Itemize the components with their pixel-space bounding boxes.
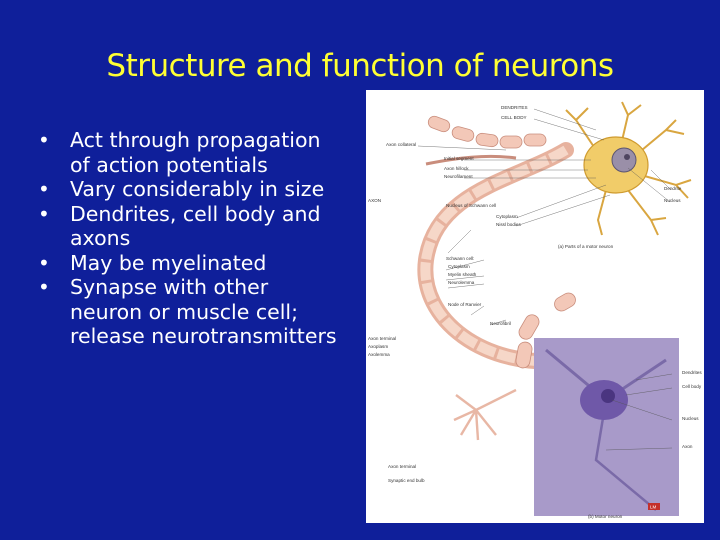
bullet-text: May be myelinated [70,250,267,275]
label-neurofilament: Neurofilament [444,174,473,179]
label-axon-collateral: Axon collateral [386,142,416,147]
myelin-segments-top [427,115,547,149]
nucleolus-shape [624,154,630,160]
micrograph-axon [594,399,657,511]
label-micro-nucleus: Nucleus [682,416,699,421]
label-leaders [417,108,673,451]
axon-terminal-shape [453,388,517,441]
axon-collateral-shape [425,154,517,166]
bullet-glyph: • [38,250,50,275]
label-neurofibril: Neurofibril [490,321,511,326]
myelin-sheath-shape [420,145,569,367]
label-neurolemma: Neurolemma [448,280,475,285]
label-cell-body: CELL BODY [501,115,527,120]
label-myelin-sheath: Myelin sheath [448,272,477,277]
label-nucleus-schwann: Nucleus of Schwann cell [446,203,496,208]
myelin-segments-lower [515,292,576,369]
label-micro-axon: Axon [682,444,693,449]
bullet-text: Dendrites, cell body and axons [70,201,321,251]
lm-badge [648,503,660,510]
bullet-item: • Dendrites, cell body and axons [38,202,338,251]
label-axon-terminal: Axon terminal [388,464,416,469]
dendrite-branches [565,101,692,236]
bullet-list: • Act through propagation of action poten… [38,128,338,349]
bullet-item: • May be myelinated [38,251,338,276]
label-synaptic-end-bulb: Synaptic end bulb [388,478,425,483]
bullet-glyph: • [38,201,50,226]
bullet-text: Vary considerably in size [70,177,325,201]
label-micro-dendrites: Dendrites [682,370,702,375]
label-node-ranvier: Node of Ranvier [448,302,482,307]
label-axon-hillock: Axon hillock [444,166,469,171]
label-nucleus: Nucleus [664,198,681,203]
bullet-item: • Synapse with other neuron or muscle cel… [38,275,338,349]
bullet-item: • Vary considerably in size [38,177,338,202]
bullet-item: • Act through propagation of action poten… [38,128,338,177]
slide-title: Structure and function of neurons [106,48,614,84]
label-axon-terminal-top: Axon terminal [368,336,396,341]
label-axon: AXON [368,198,381,203]
nucleus-shape [611,147,637,173]
bullet-glyph: • [38,128,50,152]
label-dendrites: DENDRITES [501,105,528,110]
label-axoplasm: Axoplasm [368,344,388,349]
neuron-figure: LM DENDRITES CELL BODY Axon collateral I… [366,90,704,523]
label-cytoplasm: Cytoplasm [496,214,518,219]
bullet-text: Synapse with other neuron or muscle cell… [70,275,337,348]
label-micro-cell-body: Cell body [682,384,702,389]
label-axolemma: Axolemma [368,352,390,357]
caption-b: (b) Motor neuron [588,514,623,519]
micrograph-nucleus [601,389,615,403]
label-sc-cytoplasm: Cytoplasm [448,264,470,269]
bullet-glyph: • [38,275,50,299]
caption-a: (a) Parts of a motor neuron [558,244,614,249]
label-dendrite: Dendrite [664,186,682,191]
label-initial-segment: Initial segment [444,156,474,161]
label-nissl-bodies: Nissl bodies [496,222,521,227]
bullet-glyph: • [38,177,50,201]
bullet-text: Act through propagation of action potent… [70,128,321,177]
lm-badge-text: LM [650,505,657,510]
label-schwann-cell: Schwann cell: [446,256,474,261]
neuron-illustration: LM DENDRITES CELL BODY Axon collateral I… [368,101,702,519]
